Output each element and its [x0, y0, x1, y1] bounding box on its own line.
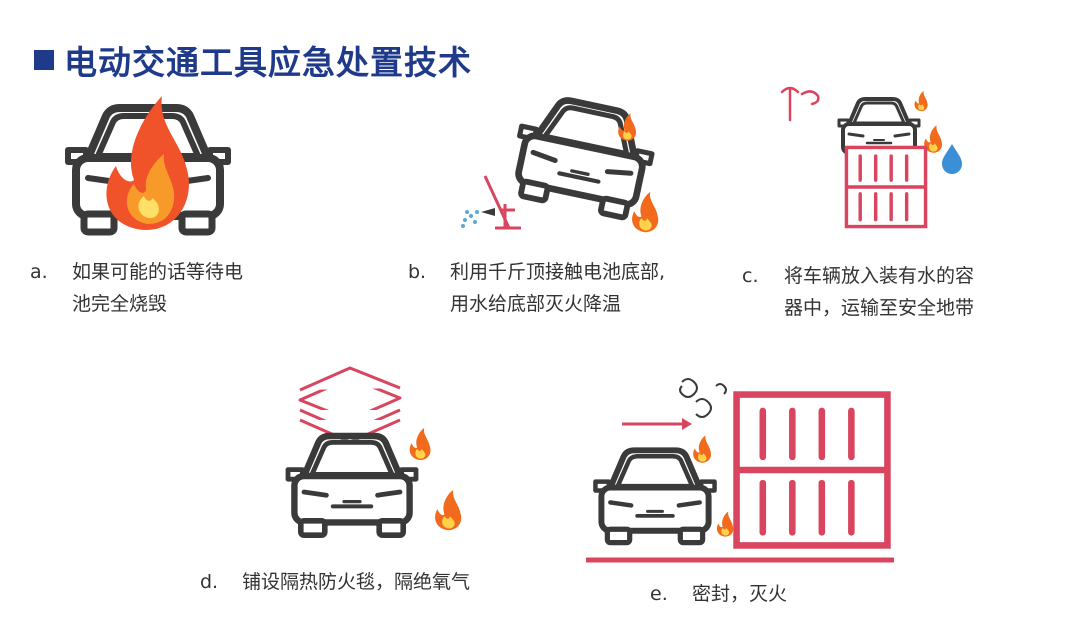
page-header: 电动交通工具应急处置技术	[34, 36, 472, 84]
caption-b: b.利用千斤顶接触电池底部, 用水给底部灭火降温	[408, 261, 666, 315]
water-drop-icon	[942, 144, 962, 174]
caption-a: a.如果可能的话等待电 池完全烧毁	[30, 261, 244, 315]
fire-icon	[716, 511, 734, 537]
illustration-b	[455, 92, 675, 242]
fire-icon	[409, 427, 431, 461]
illustration-d	[260, 358, 470, 548]
caption-d: d.铺设隔热防火毯，隔绝氧气	[200, 571, 471, 593]
illustration-a	[58, 88, 258, 238]
caption-c: c.将车辆放入装有水的容 器中，运输至安全地带	[742, 265, 975, 319]
arrow-icon	[622, 418, 692, 430]
fire-icon	[435, 489, 462, 531]
fire-blanket-icon	[298, 366, 402, 444]
page-title: 电动交通工具应急处置技术	[64, 43, 472, 82]
water-container-icon	[846, 147, 925, 226]
sealed-container-icon	[737, 395, 888, 546]
car-icon	[595, 450, 714, 542]
smoke-icon	[679, 378, 727, 418]
illustration-e	[586, 372, 896, 568]
car-icon	[507, 92, 659, 221]
illustration-c	[768, 84, 968, 234]
fire-icon	[914, 90, 928, 112]
water-spray-icon	[461, 208, 495, 228]
big-fire-icon	[106, 96, 189, 230]
caption-e: e.密封，灭火	[650, 583, 788, 605]
crane-hook-icon	[780, 86, 820, 122]
jack-icon	[483, 175, 521, 230]
title-bullet-icon	[34, 50, 54, 70]
car-icon	[288, 436, 416, 535]
fire-icon	[693, 435, 712, 463]
